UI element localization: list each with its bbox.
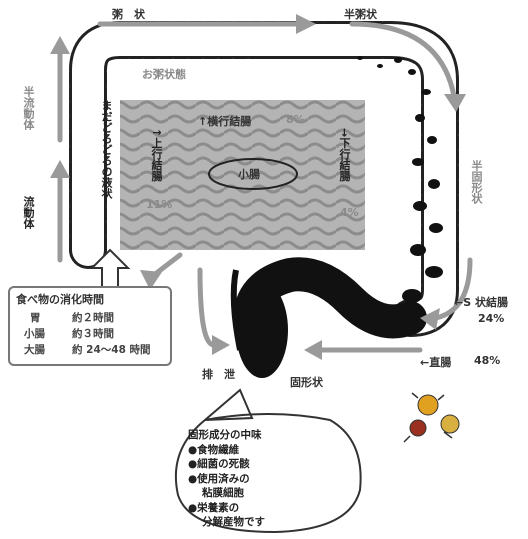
arrow-head-right [296,14,316,34]
label-sigmoid: ←S 状結腸 [454,296,508,309]
label-solid: 固形状 [290,376,323,389]
arrow-head-left [420,308,440,330]
bacteria-icon [403,392,460,443]
digestion-organ-1: 胃 [30,312,41,324]
bubble-item-1: ●食物繊維 [188,443,240,456]
bubble-item-6: 分解産物です [202,516,265,528]
label-semi-fluid: 半流動体 [22,86,35,130]
bubble-title: 固形成分の中味 [188,429,262,441]
rectum-stool [236,282,288,378]
label-transverse: ↑横行結腸 [198,115,252,128]
digestion-organ-3: 大腸 [24,344,45,356]
pct-descending: 4% [340,206,359,219]
label-ascending: ↑上行結腸 [150,128,163,182]
arrow-head-down [444,94,466,112]
arrow-head-right-2 [212,335,230,355]
bubble-content: 固形成分の中味 ●食物繊維 ●細菌の死骸 ●使用済みの 粘膜細胞 ●栄養素の 分… [188,428,358,530]
label-excretion: 排 泄 [202,368,235,381]
label-descending: →下行結腸 [338,128,351,182]
label-mushy: 粥 状 [112,8,145,21]
speech-bubble [174,388,362,534]
small-intestine-area [120,100,365,250]
pct-transverse: 8% [286,113,305,126]
arrow-head-up-2 [50,36,70,54]
pct-sigmoid: 24% [478,312,505,325]
bubble-item-5: ●栄養素の [188,501,240,514]
label-small-intestine: 小腸 [238,168,260,181]
arrow-head-down-left [140,270,162,290]
digestion-time-2: 約３時間 [72,328,114,340]
digestion-box-title: 食べ物の消化時間 [16,293,104,306]
label-fluid: 流動体 [22,196,35,229]
label-still-liquid: まだどろどろの液状 [100,100,113,199]
arrow-head-left-2 [304,340,322,360]
bubble-item-4: 粘膜細胞 [202,487,244,499]
semi-solid-dots [357,56,443,303]
digestion-organ-2: 小腸 [24,328,45,340]
flow-arrows [57,21,473,353]
label-semi-solid: 半固形状 [470,160,483,204]
small-intestine-oval [208,158,298,190]
bubble-item-2: ●細菌の死骸 [188,458,250,470]
label-semi-mushy: 半粥状 [344,8,377,21]
bubble-item-3: ●使用済みの [188,472,250,485]
digestion-time-1: 約２時間 [72,312,114,324]
label-mushy-transverse: お粥状態 [142,68,186,81]
pct-ascending: 11% [146,198,173,211]
pct-rectum: 48% [474,354,501,367]
digestion-time-box: 食べ物の消化時間 胃 約２時間 小腸 約３時間 大腸 約 24〜48 時間 [8,286,172,366]
entry-arrow [89,248,131,291]
arrow-head-up [50,160,70,178]
label-rectum: ←直腸 [420,356,452,369]
digestion-time-3: 約 24〜48 時間 [72,344,151,356]
